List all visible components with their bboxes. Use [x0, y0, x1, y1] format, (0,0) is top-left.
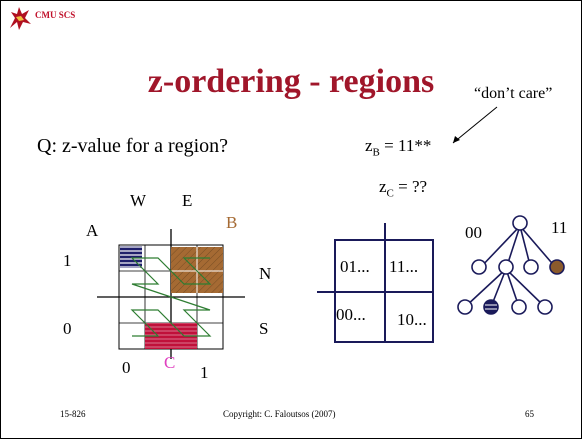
- tree-node: [537, 299, 553, 315]
- quad-label-00: 00...: [336, 305, 366, 324]
- footer-course: 15-826: [60, 409, 86, 419]
- tree-label-00: 00: [465, 223, 482, 242]
- zb-value: = 11**: [379, 136, 432, 155]
- tree-edge: [519, 225, 558, 270]
- annotation-arrowhead: [453, 136, 460, 143]
- label-a: A: [86, 221, 99, 240]
- question-text: Q: z-value for a region?: [37, 135, 229, 157]
- label-e: E: [182, 191, 193, 210]
- tree-edge: [505, 268, 546, 308]
- label-x1: 1: [200, 363, 209, 382]
- zc-expression: zC = ??: [379, 177, 427, 199]
- quad-label-11: 11...: [389, 257, 419, 276]
- zc-sub: C: [386, 187, 394, 200]
- quadtree: [457, 215, 565, 315]
- footer-copyright: Copyright: C. Faloutsos (2007): [223, 409, 336, 419]
- z-order-grid: [97, 229, 245, 359]
- slide-title: z-ordering - regions: [147, 63, 435, 100]
- label-y1: 1: [63, 251, 72, 270]
- dont-care-annotation: “don’t care”: [474, 85, 553, 102]
- tree-node: [471, 259, 487, 275]
- label-c: C: [164, 353, 176, 372]
- tree-node-a: [483, 299, 499, 315]
- dragon-logo-icon: [10, 7, 31, 30]
- zb-expression: zB = 11**: [365, 136, 431, 158]
- tree-root-node: [512, 215, 528, 231]
- z-curve: [130, 257, 212, 337]
- header-org: CMU SCS: [35, 10, 76, 20]
- tree-edge: [478, 225, 521, 270]
- quad-label-10: 10...: [397, 310, 427, 329]
- quad-label-01: 01...: [340, 257, 370, 276]
- tree-label-11: 11: [551, 218, 568, 237]
- tree-edge: [464, 268, 507, 308]
- quadrant-diagram: [317, 223, 434, 343]
- zc-value: = ??: [393, 177, 428, 196]
- tree-node-b: [549, 259, 565, 275]
- tree-node: [523, 259, 539, 275]
- label-y0: 0: [63, 319, 72, 338]
- label-x0: 0: [122, 358, 131, 377]
- label-s: S: [259, 319, 269, 338]
- zb-base: z: [365, 136, 373, 155]
- label-b: B: [226, 213, 238, 232]
- footer-page-number: 65: [525, 409, 534, 419]
- tree-node: [511, 299, 527, 315]
- annotation-arrow: [452, 106, 498, 144]
- tree-node: [498, 259, 514, 275]
- label-n: N: [259, 264, 272, 283]
- zb-sub: B: [372, 146, 380, 159]
- label-w: W: [130, 191, 147, 210]
- zc-base: z: [379, 177, 387, 196]
- tree-node: [457, 299, 473, 315]
